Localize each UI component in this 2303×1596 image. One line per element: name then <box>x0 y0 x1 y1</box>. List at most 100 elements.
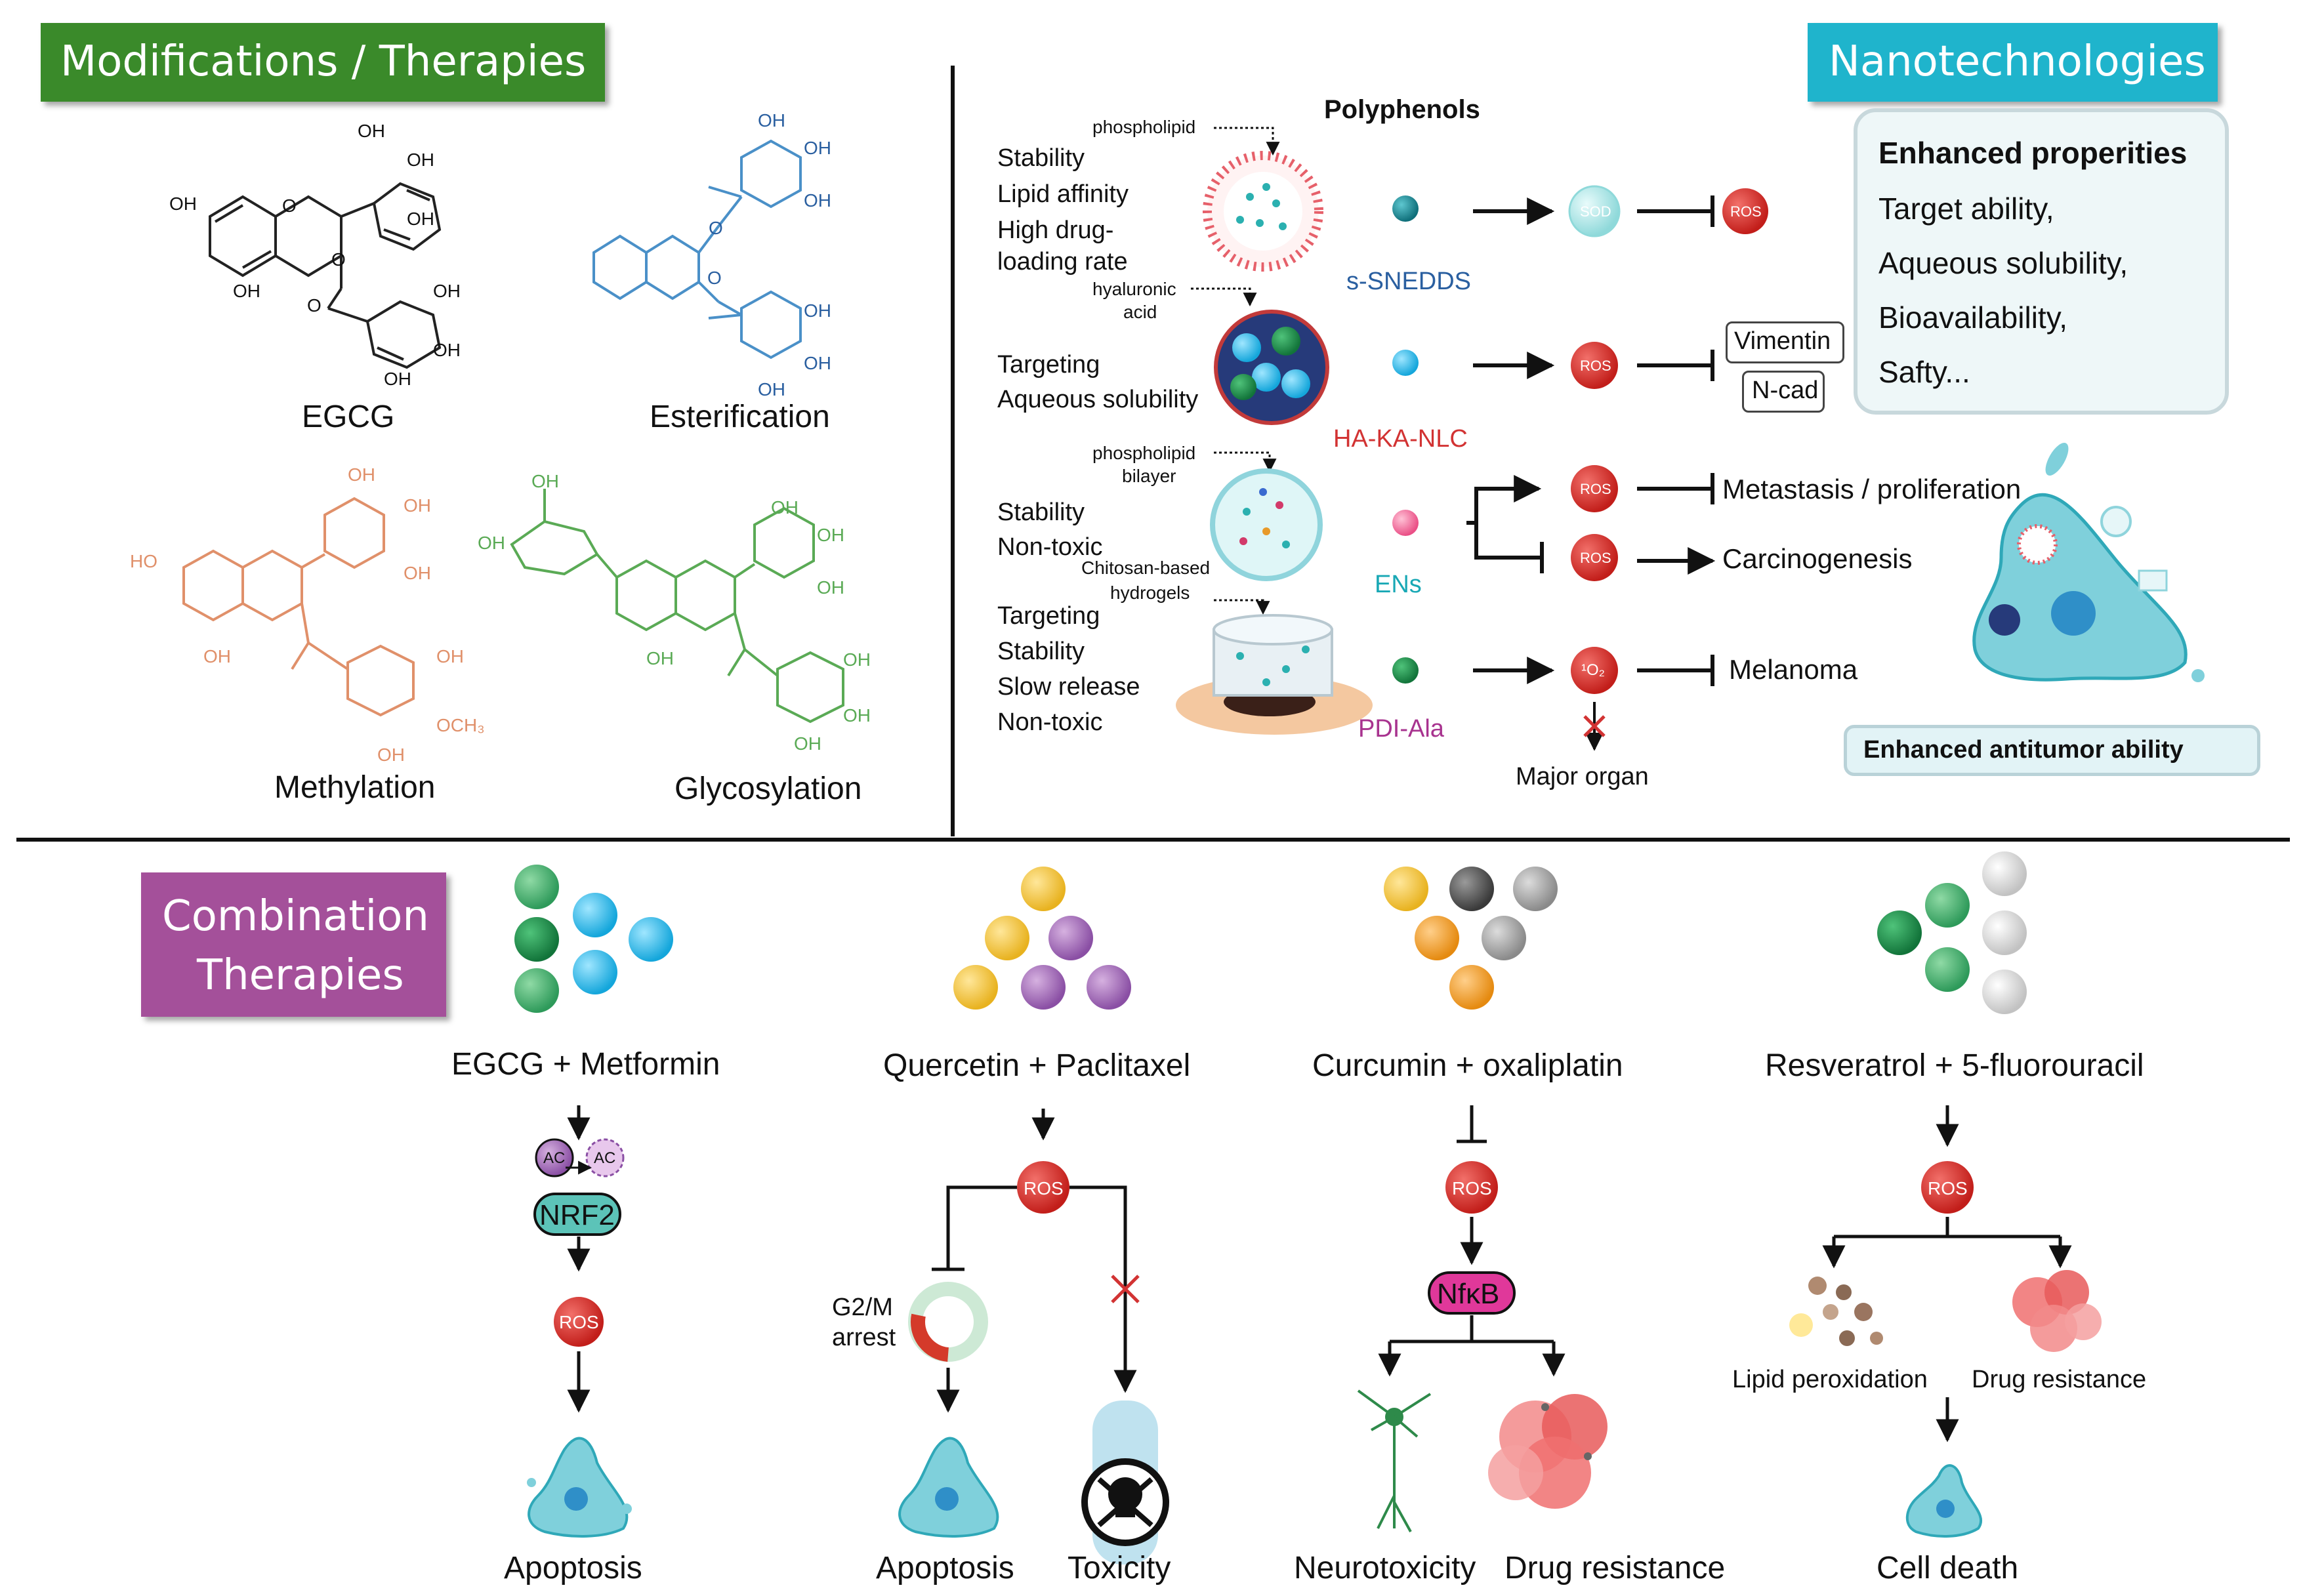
row3-prop-2: Non-toxic <box>997 533 1103 561</box>
nfkb-node <box>1428 1271 1516 1315</box>
ros-combo1-text: ROS <box>559 1312 599 1332</box>
atom-ho: HO <box>130 551 157 571</box>
pdi-dot <box>1392 657 1419 684</box>
atom-oh: OH <box>804 138 831 158</box>
atom-o: O <box>307 295 322 316</box>
neuron-icon <box>1357 1389 1432 1532</box>
atom-o: O <box>331 249 346 270</box>
row1-prop-4: loading rate <box>997 248 1128 276</box>
arrest-text-1: G2/M <box>832 1294 893 1321</box>
row1-prop-1: Stability <box>997 144 1085 172</box>
atom-oh: OH <box>169 194 197 214</box>
ros-combo-1 <box>554 1297 604 1347</box>
antitumor-text: Enhanced antitumor ability <box>1863 736 2184 764</box>
enhanced-item-3: Bioavailability, <box>1878 300 2068 335</box>
tumor-cell-illustration <box>1972 443 2205 682</box>
ros-combo2-text: ROS <box>1024 1178 1064 1198</box>
atom-oh: OH <box>436 646 464 666</box>
callout-acid: acid <box>1123 302 1157 322</box>
atom-och3: OCH₃ <box>436 715 485 735</box>
glycosylation-molecule <box>510 489 844 724</box>
drug-resistance-cells-2 <box>2012 1270 2102 1352</box>
ros-combo3-text: ROS <box>1452 1178 1492 1198</box>
combo3-result1: Neurotoxicity <box>1294 1551 1476 1586</box>
atom-oh: OH <box>348 464 375 485</box>
combo4-title: Resveratrol + 5-fluorouracil <box>1765 1048 2144 1083</box>
atom-oh: OH <box>771 497 799 518</box>
lipid-droplets-icon <box>1789 1277 1883 1346</box>
atom-oh: OH <box>407 150 434 170</box>
ros-combo-4 <box>1921 1161 1974 1214</box>
ncad-text: N-cad <box>1752 377 1819 404</box>
atom-oh: OH <box>407 209 434 229</box>
nfkb-text: NfκB <box>1437 1278 1500 1310</box>
pdi-label: PDI-Ala <box>1358 715 1444 743</box>
ros-node-1 <box>1722 188 1768 234</box>
combo2-result2: Toxicity <box>1068 1551 1171 1586</box>
combo2-result1: Apoptosis <box>876 1551 1014 1586</box>
atom-oh: OH <box>843 649 871 670</box>
row4-prop-4: Non-toxic <box>997 708 1103 736</box>
atom-oh: OH <box>794 733 821 754</box>
callout-phospholipid: phospholipid <box>1092 117 1196 137</box>
ros-text-1: ROS <box>1730 203 1762 220</box>
esterification-molecule <box>592 139 802 359</box>
atom-oh: OH <box>478 533 505 553</box>
ens-label: ENs <box>1375 571 1422 598</box>
row4-prop-3: Slow release <box>997 673 1140 701</box>
ros-node-3b <box>1571 534 1618 581</box>
effect-metastasis: Metastasis / proliferation <box>1722 474 2022 504</box>
atom-oh: OH <box>358 121 385 141</box>
atom-o: O <box>707 268 722 288</box>
ens-particle <box>1210 468 1323 581</box>
sod-text: SOD <box>1580 203 1611 220</box>
row4-prop-2: Stability <box>997 638 1085 665</box>
atom-oh: OH <box>758 110 785 131</box>
atom-oh: OH <box>646 648 674 668</box>
apoptosis-cell-1 <box>527 1437 632 1538</box>
nrf2-text: NRF2 <box>539 1199 615 1231</box>
row4-prop-1: Targeting <box>997 602 1100 630</box>
methylation-caption: Methylation <box>274 770 436 805</box>
ros-text-2: ROS <box>1580 358 1611 374</box>
callout-hydrogels: hydrogels <box>1110 583 1190 603</box>
antitumor-box: Enhanced antitumor ability <box>1844 725 2260 776</box>
atom-oh: OH <box>817 525 844 545</box>
atom-oh: OH <box>377 745 405 765</box>
methylation-molecule <box>182 497 415 717</box>
atom-oh: OH <box>433 340 461 360</box>
hydrogel-dish <box>1176 614 1373 735</box>
atom-oh: OH <box>758 379 785 399</box>
combo2-title: Quercetin + Paclitaxel <box>883 1048 1191 1083</box>
atom-oh: OH <box>203 646 231 666</box>
atom-oh: OH <box>233 281 260 301</box>
enhanced-properties-box: Enhanced properities Target ability, Aqu… <box>1854 108 2229 415</box>
esterification-caption: Esterification <box>650 399 830 434</box>
ros-text-3a: ROS <box>1580 481 1611 497</box>
ac-text-2: AC <box>594 1149 616 1167</box>
singlet-oxygen-node <box>1571 647 1618 694</box>
combination-title-line1: Combination <box>162 892 429 941</box>
branch-drug-resistance: Drug resistance <box>1972 1366 2147 1393</box>
row2-prop-1: Targeting <box>997 351 1100 379</box>
atom-o: O <box>709 218 723 238</box>
drug-resistance-cells-1 <box>1488 1394 1608 1509</box>
toxicity-icon <box>1081 1401 1169 1565</box>
ros-node-2 <box>1571 342 1618 389</box>
cell-death-icon <box>1905 1464 1983 1538</box>
callout-chitosan: Chitosan-based <box>1081 558 1211 578</box>
modifications-header: Modifications / Therapies <box>41 23 605 102</box>
polyphenols-label: Polyphenols <box>1324 95 1480 124</box>
callout-phospholipid-2: phospholipid <box>1092 443 1196 463</box>
enhanced-item-1: Target ability, <box>1878 192 2054 226</box>
ens-dot <box>1392 510 1419 536</box>
nano-title: Nanotechnologies <box>1829 37 2206 86</box>
callout-hyaluronic: hyaluronic <box>1092 279 1176 299</box>
atom-oh: OH <box>804 300 831 321</box>
snedds-label: s-SNEDDS <box>1346 268 1472 295</box>
singlet-oxygen-text: ¹O₂ <box>1581 661 1605 679</box>
nlc-label: HA-KA-NLC <box>1333 425 1468 453</box>
combo3-result2: Drug resistance <box>1504 1551 1726 1586</box>
snedds-particle <box>1203 151 1323 272</box>
